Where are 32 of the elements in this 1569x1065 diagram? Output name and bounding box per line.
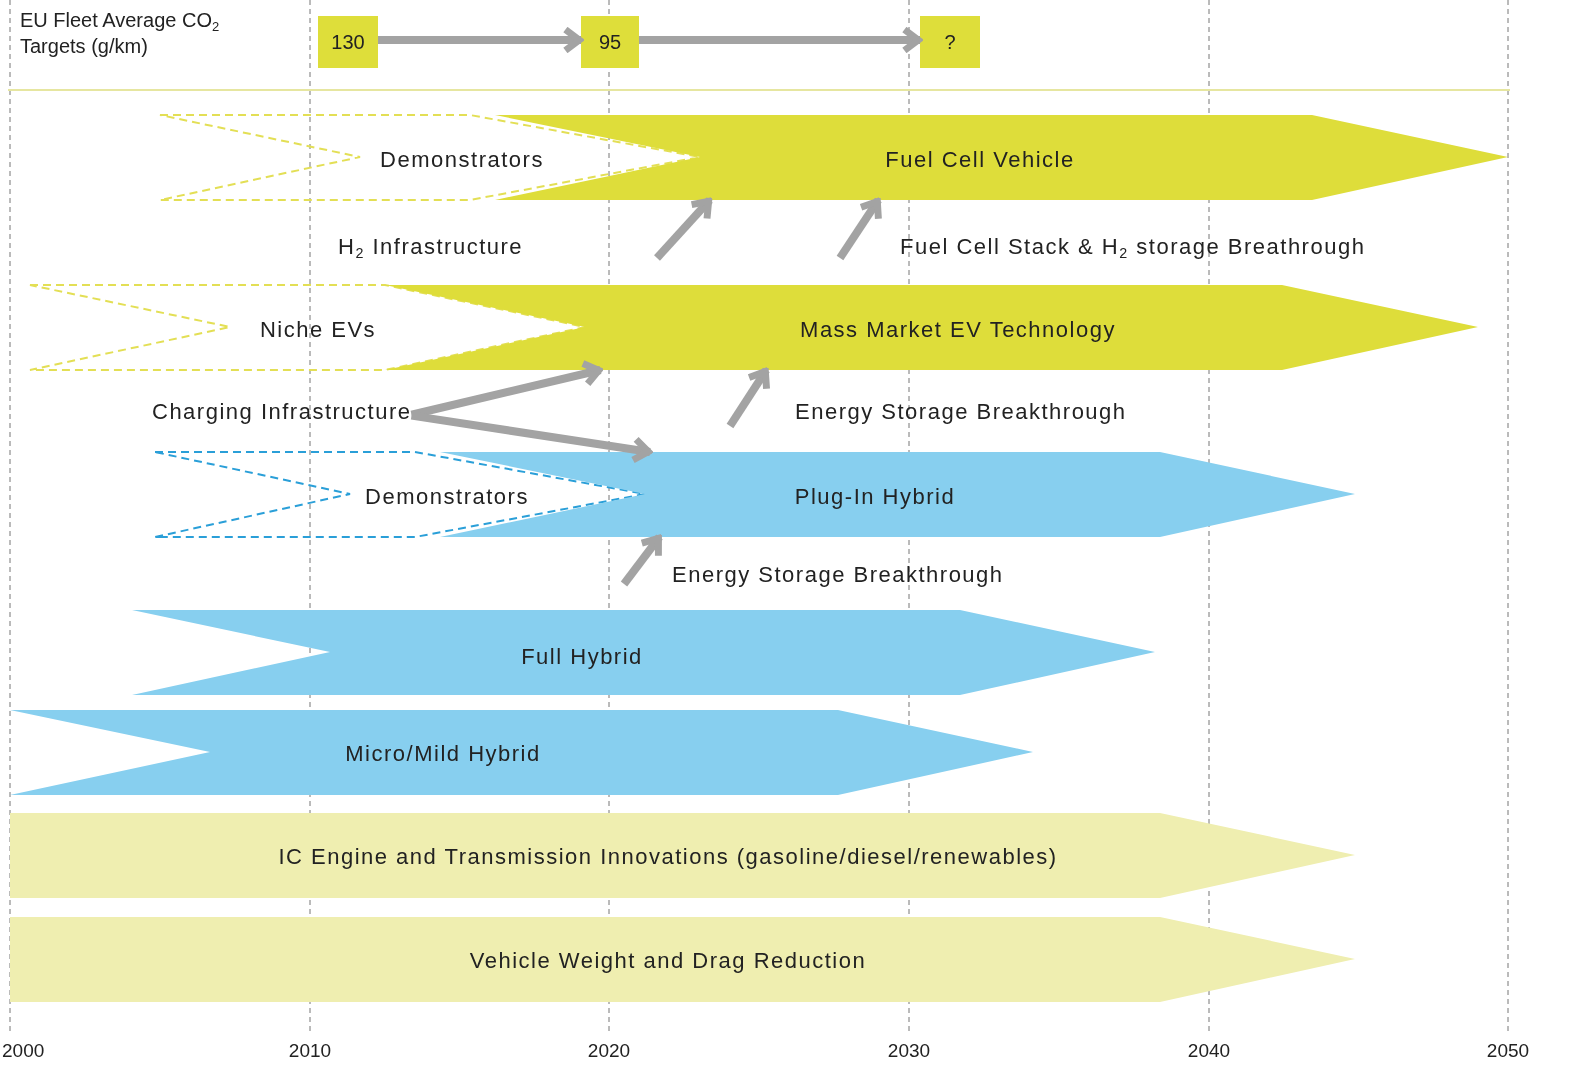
annotation-text: Energy Storage Breakthrough [672,564,1004,586]
band-label: Demonstrators [365,486,529,508]
year-label: 2040 [1187,1040,1231,1063]
arrow [639,26,922,54]
band-label: Mass Market EV Technology [800,319,1116,341]
band-label: Micro/Mild Hybrid [345,743,541,765]
arrow [378,26,583,54]
band-label: Fuel Cell Vehicle [885,149,1075,171]
target-value-box: 130 [318,16,378,68]
annotation-text: H$_{2}$ Infrastructure [338,236,524,261]
annotation-text: Charging Infrastructure [152,401,412,423]
band-label: Vehicle Weight and Drag Reduction [469,950,867,972]
band-label: Demonstrators [380,149,544,171]
target-value-box: 95 [581,16,639,68]
band-label: Full Hybrid [521,646,643,668]
arrow [654,197,713,261]
arrow [410,411,652,464]
arrow [726,367,770,429]
target-value-box: ? [920,16,980,68]
arrow [836,197,882,261]
year-label: 2010 [288,1040,332,1063]
row-heading: EU Fleet Average CO$_{2}$ Targets (g/km) [20,8,221,59]
band-label: IC Engine and Transmission Innovations (gasoline/diesel/renewables) [278,846,1058,868]
annotation-text: Energy Storage Breakthrough [795,401,1127,423]
year-label: 2030 [887,1040,931,1063]
year-label: 2050 [1486,1040,1530,1063]
year-label: 2020 [587,1040,631,1063]
year-label: 2000 [2,1040,45,1063]
annotation-text: Fuel Cell Stack & H$_{2}$ storage Breathrough [900,236,1366,261]
arrow [620,534,663,587]
band-label: Niche EVs [259,319,377,341]
band-label: Plug-In Hybrid [794,486,956,508]
